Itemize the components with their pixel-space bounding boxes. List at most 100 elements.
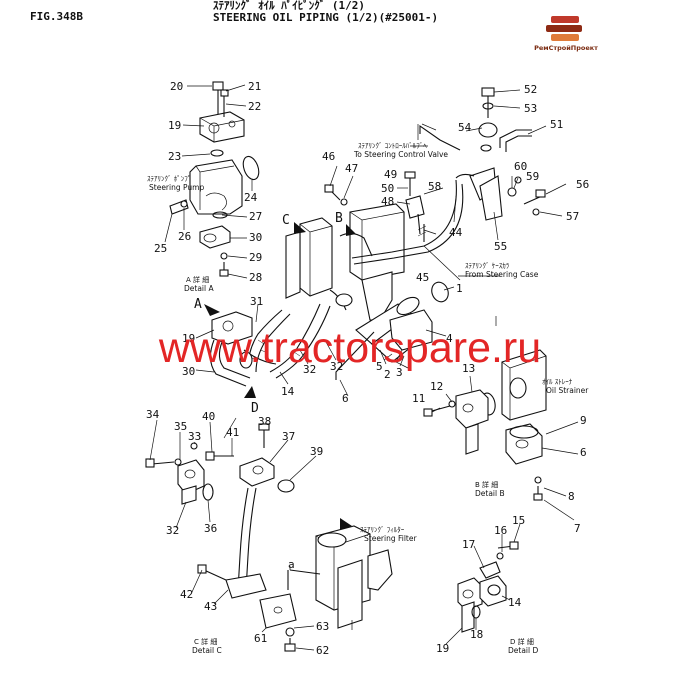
part-number: 47 [345, 162, 358, 175]
part-number: 27 [249, 210, 262, 223]
part-numbers: 20 21 22 19 23 24 25 26 27 30 29 28 31 1… [146, 80, 589, 657]
part-number: 32 [166, 524, 179, 537]
detail-d-label: Detail D [508, 646, 538, 655]
part-number: 34 [146, 408, 160, 421]
part-number: 19 [182, 332, 195, 345]
title-japanese: ｽﾃｱﾘﾝｸﾞ ｵｲﾙ ﾊﾟｲﾋﾟﾝｸﾞ (1/2) [213, 0, 365, 12]
part-number: 29 [249, 251, 262, 264]
part-number: 17 [462, 538, 475, 551]
part-number: 44 [449, 226, 463, 239]
oil-strainer-label-jp: ｵｲﾙ ｽﾄﾚｰﾅ [542, 378, 573, 386]
oil-strainer-label: Oil Strainer [546, 386, 589, 395]
part-number: 42 [180, 588, 193, 601]
part-number: 13 [462, 362, 475, 375]
part-number: 37 [282, 430, 295, 443]
part-number: 2 [384, 368, 391, 381]
steering-filter-assembly [289, 525, 393, 630]
part-number: 62 [316, 644, 329, 657]
part-number: 58 [428, 180, 441, 193]
figure-label: FIG.348B [30, 10, 83, 23]
detail-c-label-jp: C 詳 細 [194, 637, 217, 646]
detail-d-drawing [457, 541, 519, 633]
part-number: 9 [580, 414, 587, 427]
part-number: 1 [456, 282, 463, 295]
control-valve-label: To Steering Control Valve [353, 150, 448, 159]
part-number: 56 [576, 178, 589, 191]
part-number: 41 [226, 426, 239, 439]
part-number: 48 [381, 195, 394, 208]
control-valve-label-jp: ｽﾃｱﾘﾝｸﾞ ｺﾝﾄﾛｰﾙﾊﾞﾙﾌﾞﾍ [358, 142, 427, 150]
detail-d-label-jp: D 詳 細 [510, 637, 534, 646]
part-number: 18 [470, 628, 483, 641]
view-letter-b: B [335, 211, 343, 226]
watermark: www.tractorspare.ru [158, 324, 542, 372]
part-number: 40 [202, 410, 215, 423]
view-letter-c: C [282, 213, 290, 228]
part-number: 63 [316, 620, 329, 633]
steering-pump-assembly [169, 81, 260, 277]
part-number: 50 [381, 182, 394, 195]
part-number: 30 [182, 365, 195, 378]
part-number: 61 [254, 632, 267, 645]
part-number: 14 [281, 385, 295, 398]
part-number: 32 [330, 360, 343, 373]
part-number: 43 [204, 600, 217, 613]
view-letter-a: A [194, 297, 202, 312]
part-number: 35 [174, 420, 187, 433]
part-number: 32 [303, 363, 316, 376]
steering-case-label: From Steering Case [465, 270, 539, 279]
part-number: 15 [512, 514, 525, 527]
part-number: 31 [250, 295, 263, 308]
part-number: 60 [514, 160, 527, 173]
part-number: 39 [310, 445, 323, 458]
part-number: 5 [376, 360, 383, 373]
part-number: 16 [494, 524, 507, 537]
part-number: 12 [430, 380, 443, 393]
part-number: 51 [550, 118, 563, 131]
part-number: 38 [258, 415, 271, 428]
part-number: 14 [508, 596, 522, 609]
part-number: 25 [154, 242, 167, 255]
part-number: 20 [170, 80, 183, 93]
detail-a-label-jp: A 詳 細 [186, 275, 209, 284]
view-arrows [204, 124, 500, 580]
steering-pump-label: Steering Pump [149, 183, 204, 192]
view-letter-a-lower: a [288, 558, 295, 571]
detail-c-drawing [145, 423, 297, 652]
steering-pump-label-jp: ｽﾃｱﾘﾝｸﾞ ﾎﾟﾝﾌﾟ [147, 175, 191, 183]
leader-lines [149, 84, 579, 651]
part-number: 28 [249, 271, 262, 284]
part-number: 53 [524, 102, 537, 115]
part-number: 54 [458, 121, 472, 134]
part-number: 46 [322, 150, 335, 163]
part-number: 33 [188, 430, 201, 443]
part-number: 8 [568, 490, 575, 503]
part-number: 45 [416, 271, 429, 284]
detail-a-label: Detail A [184, 284, 214, 293]
part-number: 6 [580, 446, 587, 459]
part-number: 7 [574, 522, 581, 535]
part-number: 55 [494, 240, 507, 253]
part-number: 52 [524, 83, 537, 96]
part-number: 21 [248, 80, 261, 93]
part-number: 11 [412, 392, 425, 405]
center-piping-assembly [209, 87, 546, 387]
detail-b-label-jp: B 詳 細 [475, 480, 498, 489]
view-letter-d: D [251, 401, 259, 416]
steering-filter-label: Steering Filter [364, 534, 417, 543]
part-number: 36 [204, 522, 217, 535]
title-english: STEERING OIL PIPING (1/2)(#25001-) [213, 11, 439, 24]
part-number: 59 [526, 170, 539, 183]
part-number: 49 [384, 168, 397, 181]
part-number: 57 [566, 210, 579, 223]
steering-filter-label-jp: ｽﾃｱﾘﾝｸﾞ ﾌｨﾙﾀｰ [360, 526, 405, 534]
part-number: 6 [342, 392, 349, 405]
steering-case-label-jp: ｽﾃｱﾘﾝｸﾞ ｹｰｽｶﾗ [465, 262, 510, 270]
detail-c-label: Detail C [192, 646, 222, 655]
detail-b-label: Detail B [475, 489, 505, 498]
part-number: 4 [446, 332, 453, 345]
part-number: 19 [168, 119, 181, 132]
part-number: 22 [248, 100, 261, 113]
